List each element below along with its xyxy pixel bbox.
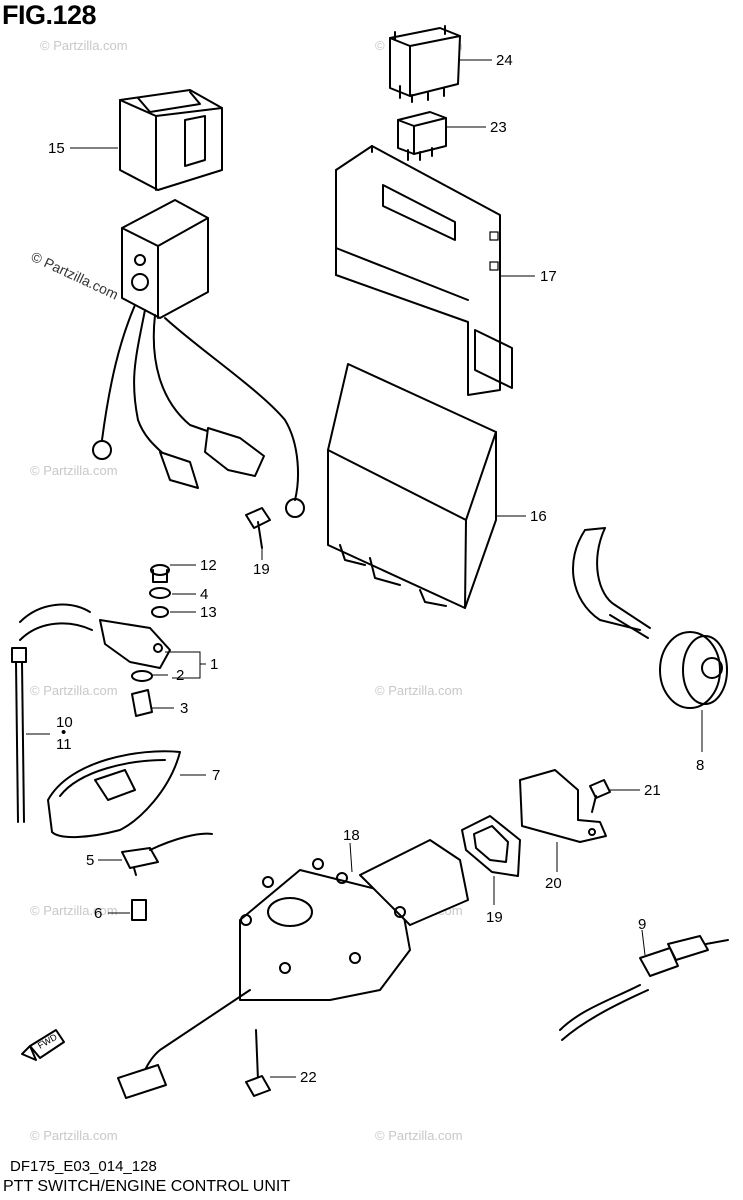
figure-title: FIG.128 bbox=[2, 0, 97, 30]
callout-20: 20 bbox=[545, 875, 562, 892]
part-1-switch bbox=[19, 603, 171, 717]
part-21-bolt bbox=[589, 779, 611, 813]
leader-lines bbox=[26, 59, 703, 1078]
callout-22: 22 bbox=[300, 1069, 317, 1086]
callout-3: 3 bbox=[180, 700, 188, 717]
part-24-relay bbox=[389, 25, 461, 103]
diagram-code: DF175_E03_014_128 bbox=[10, 1158, 157, 1175]
part-5-switch bbox=[121, 832, 213, 921]
callout-7: 7 bbox=[212, 767, 220, 784]
callout-10-dot: • bbox=[61, 724, 66, 741]
watermark: © Partzilla.com bbox=[30, 463, 118, 478]
small-hardware bbox=[149, 564, 171, 618]
part-17-cover bbox=[335, 145, 513, 396]
part-8-switch bbox=[572, 527, 728, 709]
part-19-seal bbox=[461, 815, 521, 877]
callouts: 24 23 15 17 16 19 12 4 13 1 2 3 10 • 11 … bbox=[48, 52, 704, 1086]
callout-21: 21 bbox=[644, 782, 661, 799]
watermark: © Partzilla.com bbox=[30, 903, 118, 918]
callout-16: 16 bbox=[530, 508, 547, 525]
part-23-relay bbox=[397, 111, 447, 161]
watermark: © Partzilla.com bbox=[375, 1128, 463, 1143]
watermark: © Partzilla.com bbox=[375, 683, 463, 698]
callout-23: 23 bbox=[490, 119, 507, 136]
callout-15: 15 bbox=[48, 140, 65, 157]
callout-13: 13 bbox=[200, 604, 217, 621]
part-20-bracket bbox=[519, 769, 607, 843]
callout-24: 24 bbox=[496, 52, 513, 69]
callout-12: 12 bbox=[200, 557, 217, 574]
watermark: © Partzilla.com bbox=[40, 38, 128, 53]
part-19-bolt bbox=[245, 507, 271, 549]
callout-19-bottom: 19 bbox=[486, 909, 503, 926]
callout-18: 18 bbox=[343, 827, 360, 844]
part-9-switch bbox=[559, 935, 729, 1041]
callout-11: 11 bbox=[56, 736, 72, 753]
diagram-caption: PTT SWITCH/ENGINE CONTROL UNIT bbox=[3, 1178, 291, 1195]
callout-9: 9 bbox=[638, 916, 646, 933]
watermark-dark: © Partzilla.com bbox=[29, 248, 121, 302]
watermark: © Partzilla.com bbox=[30, 683, 118, 698]
callout-4: 4 bbox=[200, 586, 208, 603]
callout-8: 8 bbox=[696, 757, 704, 774]
watermark: © Partzilla.com bbox=[30, 1128, 118, 1143]
callout-10: 10 bbox=[56, 714, 73, 731]
callout-5: 5 bbox=[86, 852, 94, 869]
part-10-tie bbox=[11, 647, 27, 823]
part-18-motor bbox=[117, 839, 469, 1099]
callout-19-top: 19 bbox=[253, 561, 270, 578]
callout-17: 17 bbox=[540, 268, 557, 285]
part-7-bracket bbox=[47, 750, 181, 839]
part-16-ecu bbox=[327, 363, 497, 609]
relay-harness bbox=[92, 199, 305, 518]
callout-6: 6 bbox=[94, 905, 102, 922]
fwd-arrow: FWD bbox=[21, 1029, 65, 1061]
callout-1: 1 bbox=[210, 656, 218, 673]
part-15-cover bbox=[119, 89, 223, 191]
callout-2: 2 bbox=[176, 667, 184, 684]
part-22-bolt bbox=[245, 1029, 271, 1097]
